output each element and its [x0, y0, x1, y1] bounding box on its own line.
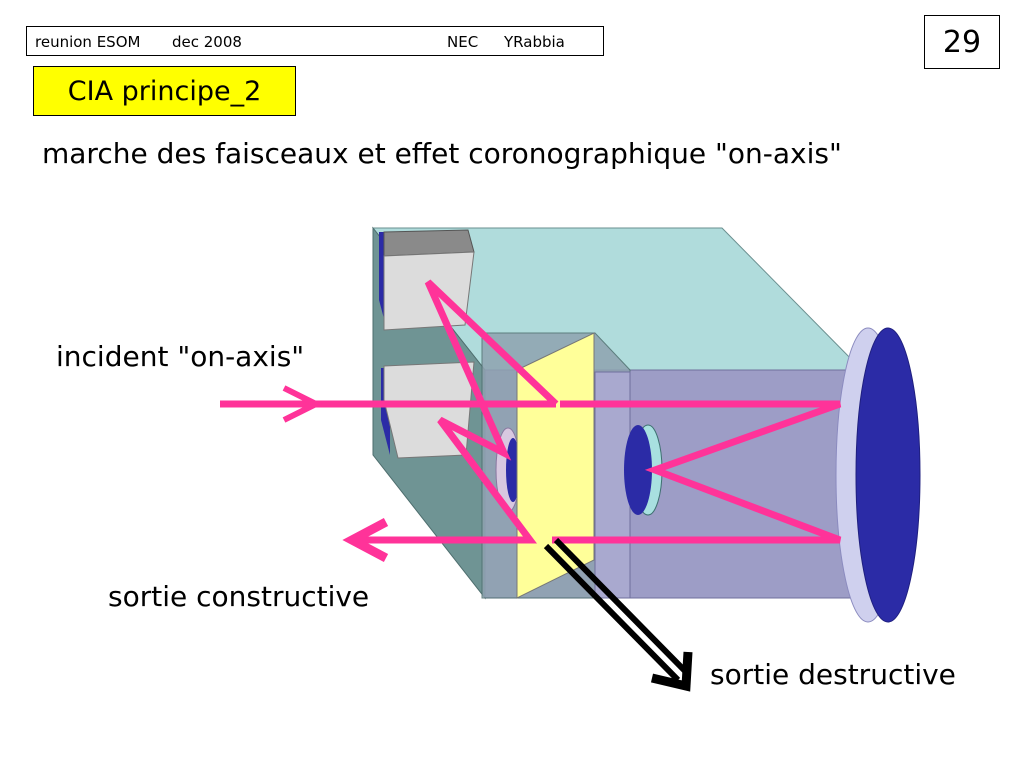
header-org: NEC — [447, 33, 479, 51]
page-title: CIA principe_2 — [33, 66, 296, 116]
destructive-label: sortie destructive — [710, 658, 956, 691]
header-box: reunion ESOM dec 2008 NEC YRabbia — [26, 26, 604, 56]
header-event: reunion ESOM — [35, 33, 141, 51]
header-date: dec 2008 — [172, 33, 242, 51]
destructive-arrow — [543, 537, 693, 692]
main-mirror — [835, 327, 921, 623]
constructive-arrowhead — [342, 518, 389, 562]
header-author: YRabbia — [504, 33, 565, 51]
incident-label: incident "on-axis" — [56, 340, 305, 373]
constructive-label: sortie constructive — [108, 580, 370, 613]
incident-arrowhead — [282, 385, 323, 423]
slide-number: 29 — [924, 15, 1000, 69]
page-subtitle: marche des faisceaux et effet coronograp… — [42, 137, 842, 170]
beam-paths — [220, 279, 842, 544]
